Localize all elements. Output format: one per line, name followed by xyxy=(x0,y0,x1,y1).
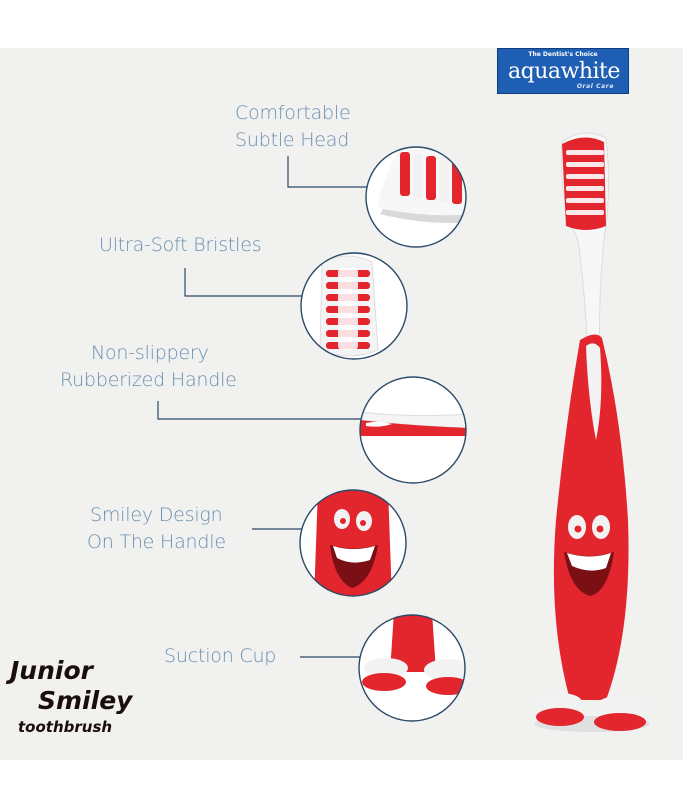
leader-line-handle xyxy=(157,401,368,420)
toothbrush-bristles xyxy=(562,137,606,230)
feature-line: Non-slippery xyxy=(91,342,209,364)
logo-subline: Oral Care xyxy=(576,83,614,90)
feature-line: Ultra-Soft Bristles xyxy=(99,234,262,256)
feature-line: Suction Cup xyxy=(164,645,277,667)
feature-label-head: Comfortable Subtle Head xyxy=(235,100,351,154)
logo-wordmark: aquawhite xyxy=(508,59,620,84)
leader-line-head xyxy=(287,156,376,188)
detail-circle-handle xyxy=(359,376,467,484)
feature-label-suction: Suction Cup xyxy=(164,643,276,670)
product-name-line2: Smiley xyxy=(38,686,133,715)
feature-line: Comfortable xyxy=(235,102,351,124)
feature-label-handle: Non-slippery xyxy=(91,340,209,367)
feature-label-handle-line2: Rubberized Handle xyxy=(60,367,237,394)
feature-line: On The Handle xyxy=(87,531,226,553)
product-name-line3: toothbrush xyxy=(18,718,113,736)
detail-circle-head xyxy=(365,146,467,248)
feature-line: Smiley Design xyxy=(90,504,223,526)
detail-circle-suction xyxy=(358,614,466,722)
toothbrush-main xyxy=(534,132,650,732)
feature-label-smiley: Smiley Design xyxy=(90,502,223,529)
feature-line: Rubberized Handle xyxy=(60,369,237,391)
detail-circle-bristles xyxy=(300,252,408,360)
product-name-line1: Junior xyxy=(10,656,93,685)
brand-logo: The Dentist's Choice aquawhite Oral Care xyxy=(497,48,629,94)
leader-line-bristles xyxy=(184,268,306,297)
feature-line: Subtle Head xyxy=(235,129,350,151)
feature-label-bristles: Ultra-Soft Bristles xyxy=(99,232,262,259)
logo-tagline: The Dentist's Choice xyxy=(528,51,598,58)
leader-lines xyxy=(157,156,376,658)
feature-label-smiley-line2: On The Handle xyxy=(87,529,226,556)
detail-circle-smiley xyxy=(299,489,407,597)
